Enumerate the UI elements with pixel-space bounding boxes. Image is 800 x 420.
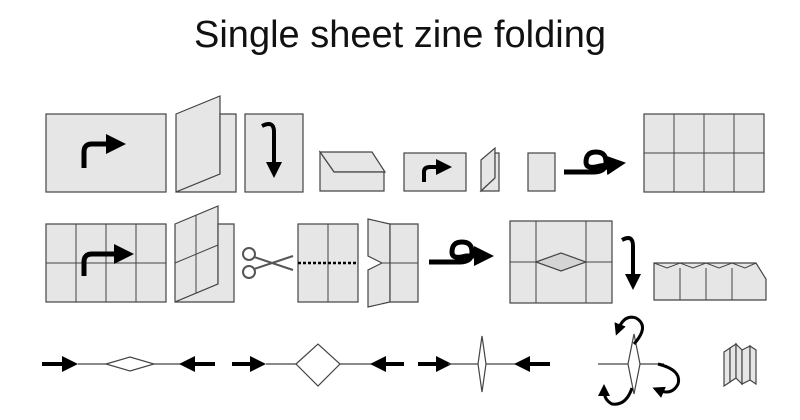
step-10-half-fold-grid [174, 205, 235, 303]
fold-diamond-closed [477, 335, 487, 393]
rotate-arrow-icon [598, 315, 681, 406]
step-6-small-fold [479, 146, 500, 193]
step-2-half-fold [175, 95, 237, 193]
scissors-icon [242, 247, 294, 279]
step-13-star-fold [509, 220, 613, 304]
step-5-small-sheet [403, 152, 467, 192]
step-3-down [244, 113, 304, 193]
step-14-accordion [653, 262, 767, 301]
step-1-full-sheet [45, 113, 167, 193]
down-arrow-icon [621, 236, 641, 290]
step-7-folded-booklet [527, 152, 556, 192]
loop-arrow-icon [429, 239, 494, 266]
turn-arrow-icon [81, 134, 126, 168]
fold-diamond-flat [103, 356, 157, 372]
diagram-title: Single sheet zine folding [194, 14, 606, 56]
down-arrow-icon [261, 122, 282, 178]
step-11-cut-line [297, 223, 359, 303]
step-9-grid-sheet [45, 223, 167, 303]
step-8-unfolded-grid [643, 113, 765, 193]
loop-arrow-icon [564, 149, 626, 176]
booklet-icon [723, 342, 757, 388]
turn-arrow-icon [422, 159, 452, 182]
step-12-push-open [367, 218, 419, 308]
turn-arrow-icon [81, 244, 134, 276]
step-4-quarter-fold [318, 150, 387, 192]
fold-diamond-rotated [627, 333, 641, 395]
fold-diamond-open [295, 343, 341, 387]
